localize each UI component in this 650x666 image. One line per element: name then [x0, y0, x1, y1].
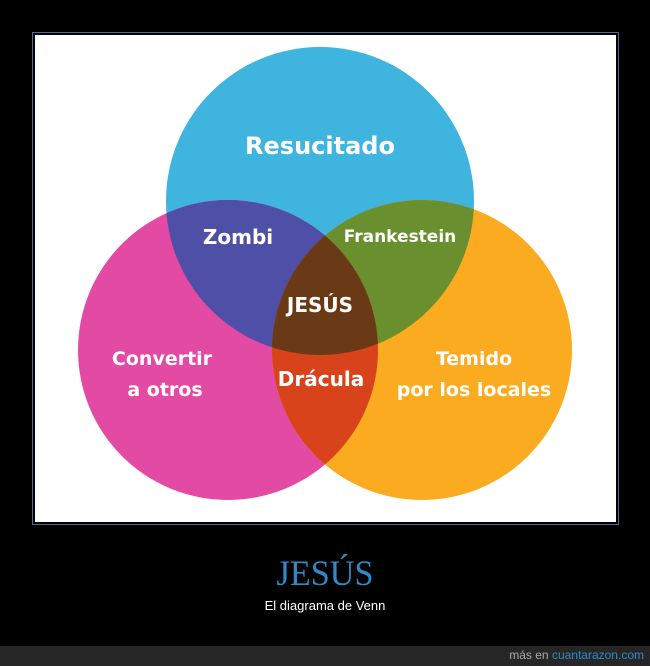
label-temido-line1: Temido	[436, 348, 512, 370]
label-temido-line2: por los locales	[397, 379, 552, 401]
label-frankestein: Frankestein	[344, 227, 457, 247]
caption-subtitle: El diagrama de Venn	[264, 598, 386, 613]
venn-diagram: Resucitado Zombi Frankestein JESÚS Conve…	[78, 47, 572, 500]
intersection-jesus	[272, 200, 378, 355]
label-resucitado: Resucitado	[245, 132, 395, 160]
caption-title: JESÚS	[276, 553, 374, 593]
label-convertir-line1: Convertir	[112, 348, 213, 370]
label-convertir-line2: a otros	[127, 379, 202, 401]
footer-prefix: más en	[509, 648, 552, 662]
label-dracula: Drácula	[278, 367, 364, 391]
footer-text: más en cuantarazon.com	[509, 648, 644, 662]
footer-bar: más en cuantarazon.com	[0, 646, 650, 666]
site-link[interactable]: cuantarazon.com	[551, 648, 644, 662]
label-jesus: JESÚS	[285, 293, 353, 317]
label-zombi: Zombi	[203, 225, 273, 249]
